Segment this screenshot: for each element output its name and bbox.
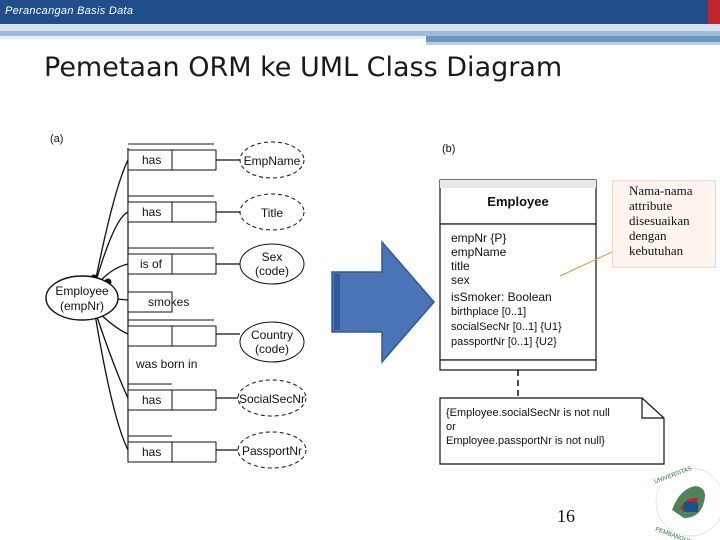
fact-has-title: has Title xyxy=(127,193,305,231)
header-strip xyxy=(426,42,720,45)
value-type: Title xyxy=(261,206,284,220)
header-strip xyxy=(0,31,720,36)
constraint-line: {Employee.socialSecNr is not null xyxy=(446,407,610,419)
value-type-ref: (code) xyxy=(255,342,289,356)
page-number: 16 xyxy=(557,506,575,526)
constraint-line: Employee.passportNr is not null} xyxy=(446,435,605,447)
predicate-label: is of xyxy=(140,257,163,271)
diagram-svg: (a) Employee (empNr) xyxy=(45,133,665,469)
value-type: Sex xyxy=(262,250,283,264)
value-type: PassportNr xyxy=(242,444,302,458)
fact-is-of-sex: is of Sex (code) xyxy=(127,243,305,285)
header-bar: Perancangan Basis Data xyxy=(0,0,720,24)
uml-label: (b) xyxy=(442,143,455,155)
course-title: Perancangan Basis Data xyxy=(5,5,134,17)
slide-title: Pemetaan ORM ke UML Class Diagram xyxy=(44,52,563,83)
university-seal-icon: UNIVERSITAS PEMBANGUNAN xyxy=(654,466,720,540)
uml-attribute: passportNr [0..1] {U2} xyxy=(451,336,557,348)
header-accent xyxy=(708,0,720,24)
callout-note: Nama-nama attribute disesuaikan dengan k… xyxy=(612,180,716,268)
uml-attribute: title xyxy=(451,259,470,273)
orm-uml-figure: (a) Employee (empNr) xyxy=(44,128,670,470)
fact-has-socialsecnr: has SocialSecNr xyxy=(127,379,307,417)
uml-attribute: socialSecNr [0..1] {U1} xyxy=(451,321,562,333)
header-strip xyxy=(0,36,426,39)
mapping-arrow xyxy=(331,239,435,365)
uml-class-employee: Employee empNr {P} empName title sex isS… xyxy=(439,179,597,371)
fact-born-in-country: was born in Country (code) xyxy=(127,319,305,371)
predicate-label: has xyxy=(142,393,161,407)
value-type: SocialSecNr xyxy=(239,392,305,406)
header-strip xyxy=(0,24,720,31)
value-type: EmpName xyxy=(244,154,301,168)
predicate-label: was born in xyxy=(135,357,197,371)
predicate-label: has xyxy=(142,205,161,219)
fact-has-passportnr: has PassportNr xyxy=(127,431,307,469)
uml-attribute: birthplace [0..1] xyxy=(451,306,526,318)
uml-attribute: empName xyxy=(451,245,507,259)
predicate-label: has xyxy=(142,153,161,167)
entity-ref: (empNr) xyxy=(60,299,104,313)
university-logo: UNIVERSITAS PEMBANGUNAN xyxy=(650,458,720,540)
value-type: Country xyxy=(251,328,293,342)
uml-attribute: isSmoker: Boolean xyxy=(451,290,552,304)
uml-attribute: sex xyxy=(451,273,470,287)
value-type-ref: (code) xyxy=(255,264,289,278)
class-name: Employee xyxy=(487,194,548,209)
uml-constraint-note: {Employee.socialSecNr is not null or Emp… xyxy=(439,397,665,465)
entity-name: Employee xyxy=(55,284,109,298)
header-strip xyxy=(426,36,720,42)
uml-attribute: empNr {P} xyxy=(451,231,506,245)
fact-smokes: smokes xyxy=(127,291,189,313)
predicate-label: has xyxy=(142,445,161,459)
predicate-label: smokes xyxy=(148,295,189,309)
orm-label: (a) xyxy=(50,133,63,145)
svg-text:UNIVERSITAS: UNIVERSITAS xyxy=(654,466,693,485)
constraint-line: or xyxy=(446,421,456,433)
fact-has-empname: has EmpName xyxy=(127,141,305,179)
